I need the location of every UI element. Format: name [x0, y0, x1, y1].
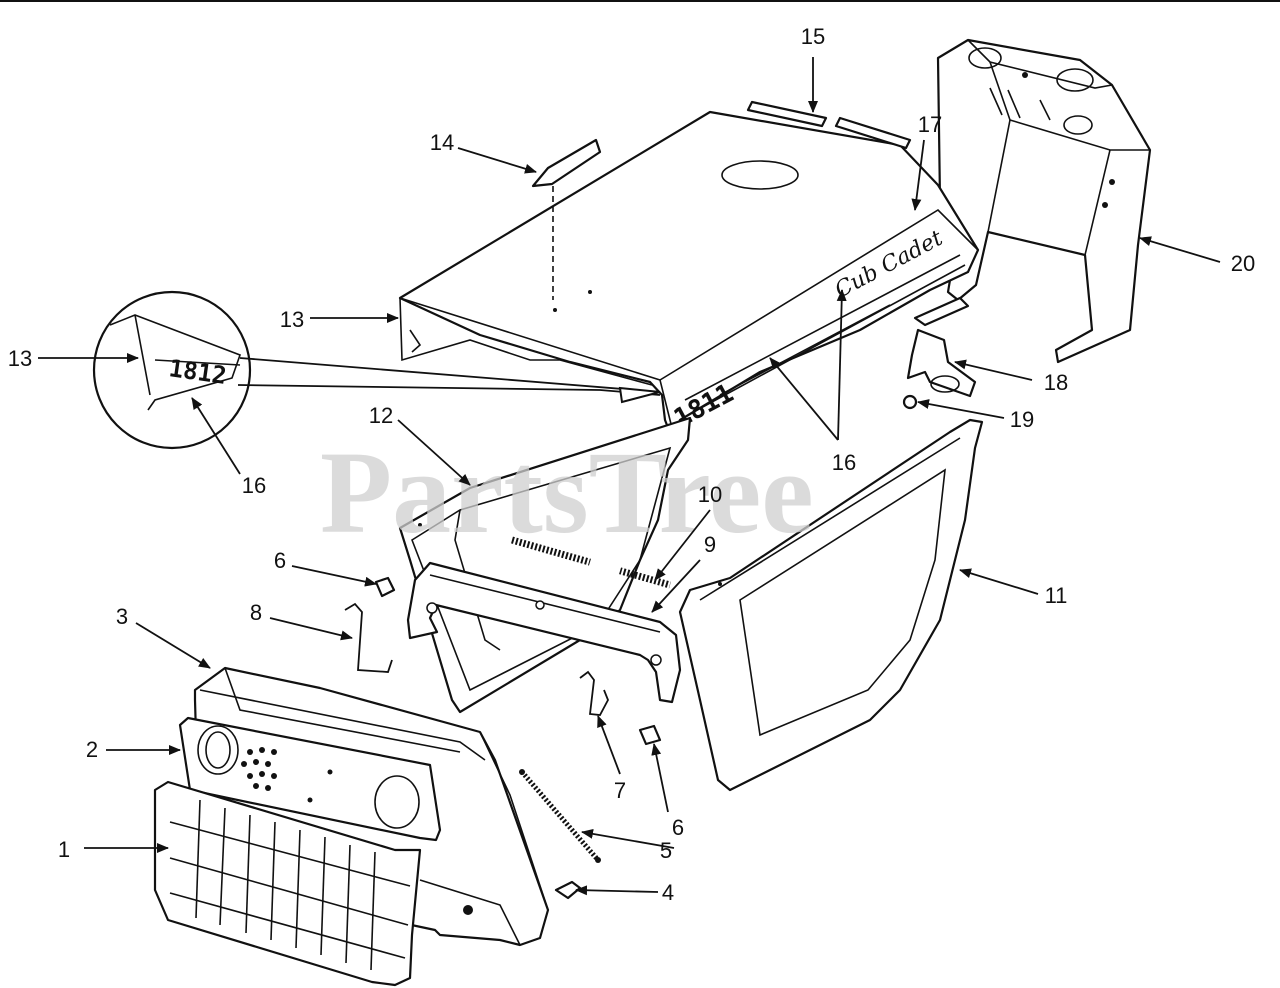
callout-9: 9: [704, 532, 716, 557]
callout-18: 18: [1044, 370, 1068, 395]
callout-2: 2: [86, 737, 98, 762]
leader-lines: [38, 57, 1221, 896]
rear-support-bracket: [936, 38, 1152, 364]
hood-strips: [746, 100, 912, 150]
callout-5: 5: [660, 838, 672, 863]
hood-bumper: [531, 138, 602, 188]
callout-7: 7: [614, 778, 626, 803]
pin-left: [344, 602, 393, 673]
callout-13-hood: 13: [280, 307, 304, 332]
callout-10: 10: [698, 482, 722, 507]
hood-bumper-right: [638, 724, 662, 746]
callout-labels: 1 2 3 4 5 6 6 7 8 9 10 11 12 13 13 14 15…: [8, 24, 1255, 905]
callout-6-left: 6: [274, 548, 286, 573]
callout-11: 11: [1045, 583, 1068, 608]
watermark: PartsTree: [320, 427, 814, 558]
callout-14: 14: [430, 130, 454, 155]
callout-16-inset: 16: [242, 473, 266, 498]
callout-12: 12: [369, 403, 393, 428]
callout-1: 1: [58, 837, 70, 862]
pin-right: [579, 670, 609, 716]
hood-bumper-left: [374, 576, 396, 598]
hood: 1811 Cub Cadet: [398, 110, 980, 441]
callout-13-inset: 13: [8, 346, 32, 371]
grille-spring: [519, 769, 601, 863]
right-side-panel: [678, 418, 984, 792]
callout-15: 15: [801, 24, 825, 49]
callout-4: 4: [662, 880, 674, 905]
callout-19: 19: [1010, 407, 1034, 432]
decal-inset-detail: 1812: [92, 290, 661, 450]
callout-17: 17: [918, 112, 942, 137]
callout-3: 3: [116, 604, 128, 629]
hood-spring: [511, 536, 671, 589]
callout-20: 20: [1231, 251, 1255, 276]
headlight-plate: [178, 716, 442, 842]
hinge-bracket: [906, 296, 977, 398]
callout-16-hood: 16: [832, 450, 856, 475]
grille-support-frame: [406, 561, 682, 704]
front-grille: [153, 780, 422, 987]
hinge-nut: [902, 394, 918, 410]
callout-8: 8: [250, 600, 262, 625]
callout-6-right: 6: [672, 815, 684, 840]
